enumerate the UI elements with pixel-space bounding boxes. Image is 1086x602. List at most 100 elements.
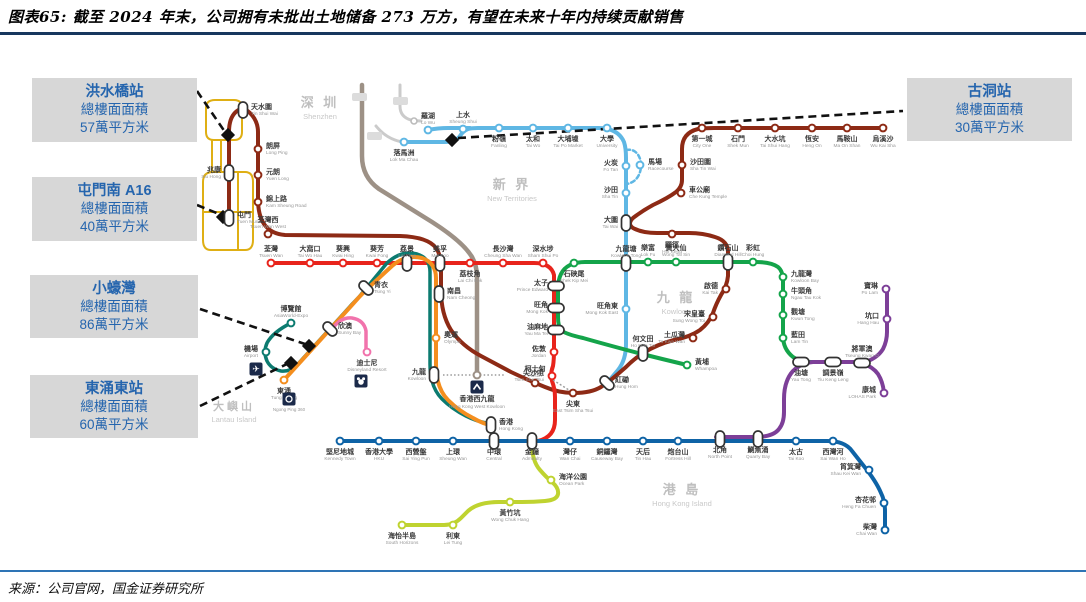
svg-text:✈: ✈ [252,365,260,375]
station-dot [828,436,838,446]
station-name-en: Yau Tong [791,377,811,383]
interchange-pill [620,214,632,232]
station-name-en: Lai Chi Kok [458,278,483,284]
station-dot [399,137,409,147]
station-name-zh: 奧運 [444,330,459,339]
station-name-zh: 車公廟 [689,185,710,194]
station-name-en: To Kwa Wan [658,339,685,345]
station-dot [643,257,653,267]
station-name-zh: 西營盤 [406,447,428,456]
station-dot [538,258,548,268]
interchange-pill [358,280,374,296]
station-dot [721,284,731,294]
callout-gfa-label: 總樓面面積 [80,201,149,217]
station-dot [362,347,372,357]
callout-gfa-value: 57萬平方米 [79,120,150,136]
station-name-zh: 堅尼地城 [326,447,354,456]
station-name-zh: 鑽石山 [718,243,739,252]
station-name-zh: 銅鑼灣 [597,447,618,456]
title-divider [0,32,1086,35]
station-dot [253,197,263,207]
station-name-zh: 康城 [862,385,876,394]
station-name-zh: 金鐘 [524,447,539,456]
callout-kwu-tung: 古洞站 總樓面面積 30萬平方米 [907,78,1072,141]
icon-caption: Ngong Ping 360 [273,407,306,412]
disneyland-icon [354,374,368,388]
station-name-en: Tai Koo [788,456,804,462]
station-name-en: Tai Wo [526,143,541,149]
station-name-en: Ocean Park [559,481,585,487]
callout-gfa-label: 總樓面面積 [80,102,149,118]
station-dot [498,258,508,268]
station-name-en: Shek Mun [727,143,749,149]
station-dot [374,436,384,446]
station-name-en: Admiralty [522,456,543,462]
station-name-zh: 兆康 [207,165,222,174]
station-name-en: Sheung Wan [439,456,467,462]
station-name-en: Mong Kok East [585,310,618,316]
station-name-en: Sung Wong Toi [673,318,705,324]
callout-gfa-label: 總樓面面積 [80,298,148,314]
interchange-pill [853,357,871,369]
station-name-zh: 大學 [600,134,614,143]
station-dot [667,229,677,239]
station-name-zh: 佐敦 [531,344,547,353]
callout-title: 洪水橋站 [85,84,144,101]
station-name-en: Tsuen Wan [259,253,283,259]
station-name-en: Lok Ma Chau [390,157,419,163]
station-name-zh: 青衣 [374,280,389,289]
interchange-pill [722,253,734,271]
interchange-pill [547,302,565,314]
station-dot [697,123,707,133]
station-name-zh: 調景嶺 [823,368,844,377]
station-dot [807,123,817,133]
station-name-zh: 屯門 [237,210,251,219]
station-name-en: East Tsim Sha Tsui [553,408,593,414]
interchange-pill [237,101,249,119]
station-name-en: Kowloon [408,376,427,382]
station-name-en: Wong Chuk Hang [491,517,529,523]
station-dot [465,258,475,268]
station-name-en: Sheung Shui [449,119,476,125]
station-name-en: Mong Kok [526,309,548,315]
station-name-zh: 大窩口 [300,244,321,253]
station-name-en: South Horizons [386,540,419,546]
station-name-zh: 油塘 [794,368,808,377]
station-dot [335,436,345,446]
station-name-en: Tsuen Wan West [250,224,287,230]
station-name-en: Fortress Hill [665,456,691,462]
line-disneyland-resort [331,316,368,354]
site-marker-hung-shui-kiu-site [220,127,236,143]
station-name-en: Whampoa [695,366,717,372]
